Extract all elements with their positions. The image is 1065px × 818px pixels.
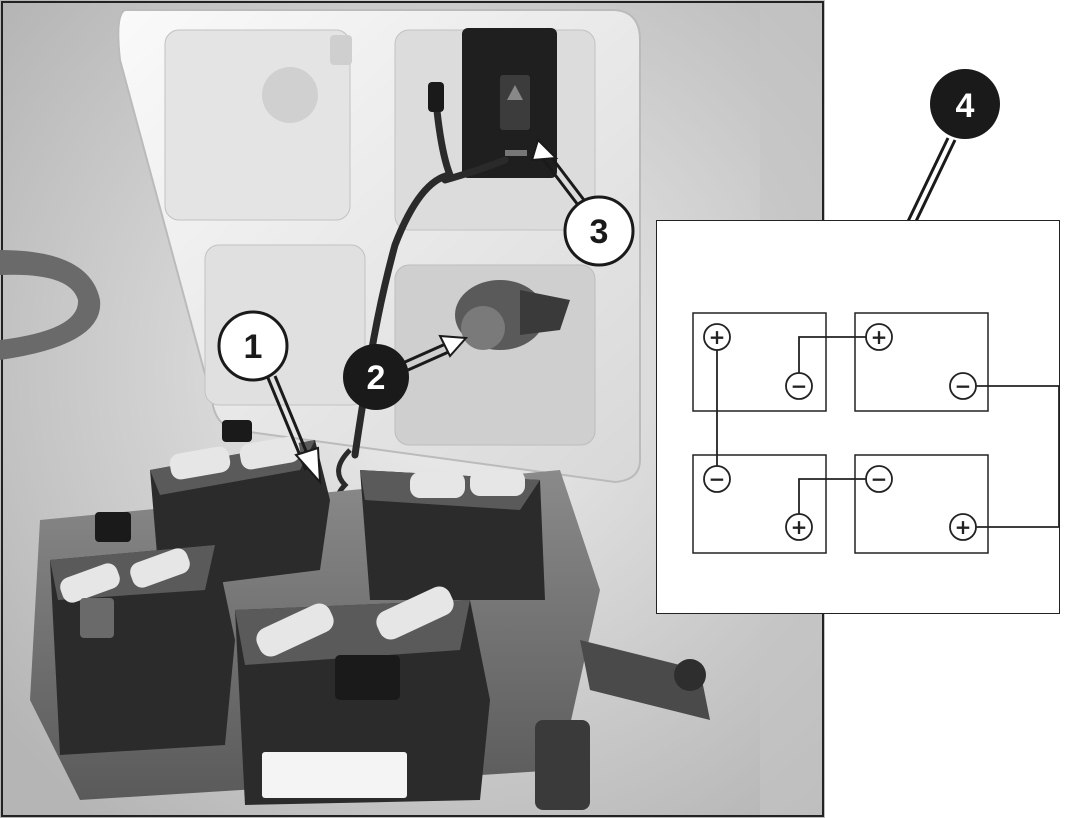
svg-text:+: + <box>955 515 972 539</box>
charging-socket <box>455 280 570 350</box>
svg-text:−: − <box>871 467 888 491</box>
svg-text:+: + <box>791 515 808 539</box>
rear-wheel <box>535 720 590 810</box>
photo-battery-front-right <box>235 586 490 805</box>
terminal-negative-bottom-left: − <box>703 465 731 493</box>
terminal-positive-top-left: + <box>703 323 731 351</box>
svg-text:−: − <box>791 374 808 398</box>
battery-wiring-diagram: + − + − − + − + <box>656 220 1060 614</box>
svg-text:+: + <box>871 325 888 349</box>
steering-wheel <box>0 250 101 360</box>
terminal-positive-bottom-left: + <box>785 513 813 541</box>
photo-battery-front-left <box>50 512 235 755</box>
callout-4-label: 4 <box>956 87 975 125</box>
svg-text:−: − <box>709 467 726 491</box>
terminal-negative-bottom-right: − <box>865 465 893 493</box>
battery-charger <box>462 28 557 178</box>
terminal-negative-top-left: − <box>785 372 813 400</box>
photo-battery-back-right <box>360 470 545 600</box>
wiring-connections <box>716 336 1060 528</box>
svg-text:+: + <box>709 325 726 349</box>
terminal-positive-top-right: + <box>865 323 893 351</box>
svg-text:−: − <box>955 374 972 398</box>
terminal-negative-top-right: − <box>949 372 977 400</box>
terminal-positive-bottom-right: + <box>949 513 977 541</box>
